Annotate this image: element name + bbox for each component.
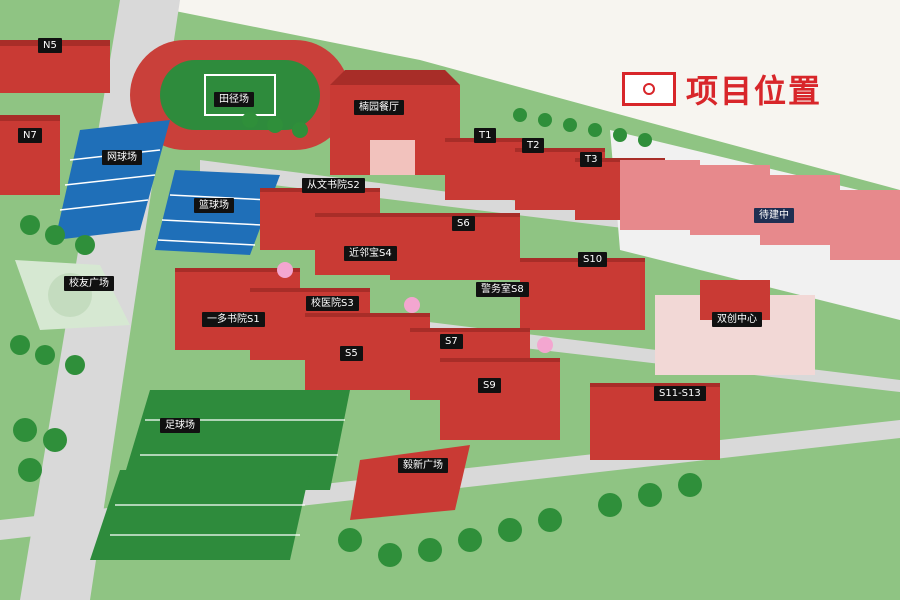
football-field-lower (90, 470, 310, 560)
label-s5: S5 (340, 346, 363, 361)
label-t2: T2 (522, 138, 545, 153)
legend-title: 项目位置 (686, 72, 823, 110)
label-s10: S10 (578, 252, 608, 267)
label-alumni-square: 校友广场 (64, 276, 114, 291)
canteen-building (330, 70, 460, 175)
label-n5: N5 (38, 38, 62, 53)
label-yixin-square: 毅新广场 (398, 458, 448, 473)
label-football: 足球场 (160, 418, 200, 433)
label-s7: S7 (440, 334, 463, 349)
label-s11-s13: S11-S13 (654, 386, 706, 401)
label-t3: T3 (580, 152, 603, 167)
label-track: 田径场 (214, 92, 254, 107)
label-s6: S6 (452, 216, 475, 231)
label-s9: S9 (478, 378, 501, 393)
flower-trees (277, 262, 553, 353)
label-basketball: 篮球场 (194, 198, 234, 213)
label-s2: 从文书院S2 (302, 178, 365, 193)
label-s4: 近邻宝S4 (344, 246, 397, 261)
label-t1: T1 (474, 128, 497, 143)
label-police: 警务室S8 (476, 282, 529, 297)
location-marker-icon (622, 72, 676, 106)
planned-buildings (620, 160, 900, 260)
label-s1: 一多书院S1 (202, 312, 265, 327)
trees (10, 108, 702, 567)
label-tennis: 网球场 (102, 150, 142, 165)
label-n7: N7 (18, 128, 42, 143)
label-innovation-center: 双创中心 (712, 312, 762, 327)
label-canteen: 楠园餐厅 (354, 100, 404, 115)
label-planned: 待建中 (754, 208, 794, 223)
s-buildings-north (260, 188, 645, 330)
label-s3: 校医院S3 (306, 296, 359, 311)
innovation-center-building (655, 280, 815, 375)
project-location-legend: 项目位置 (622, 70, 822, 110)
